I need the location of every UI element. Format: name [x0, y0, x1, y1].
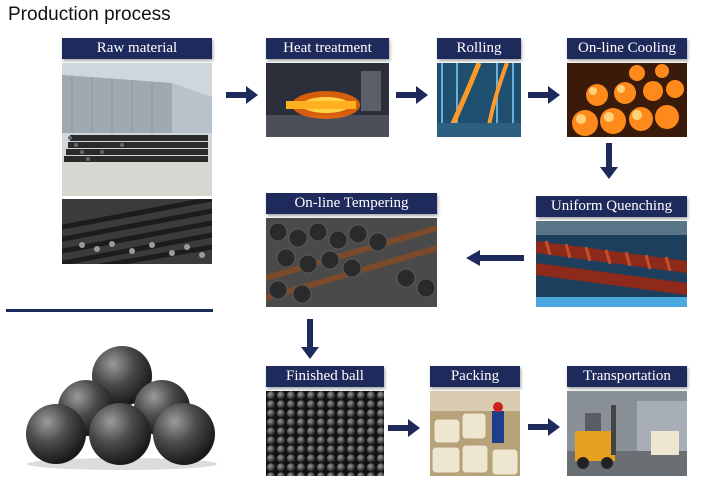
- raw-material-steel-bars-image: [62, 199, 212, 264]
- step-online-cooling: On-line Cooling: [567, 38, 687, 137]
- step-online-tempering: On-line Tempering: [266, 193, 437, 307]
- step-label: Rolling: [437, 38, 521, 59]
- step-label: Packing: [430, 366, 520, 387]
- step-label: Uniform Quenching: [536, 196, 687, 217]
- arrow-right-icon: [388, 419, 420, 437]
- arrow-right-icon: [396, 86, 428, 104]
- raw-material-warehouse-image: [62, 63, 212, 196]
- arrow-right-icon: [226, 86, 258, 104]
- rolling-image: [437, 63, 521, 137]
- online-tempering-image: [266, 218, 437, 307]
- step-transportation: Transportation: [567, 366, 687, 476]
- arrow-right-icon: [528, 418, 560, 436]
- step-label: Raw material: [62, 38, 212, 59]
- heat-treatment-image: [266, 63, 389, 137]
- step-label: Heat treatment: [266, 38, 389, 59]
- step-label: Finished ball: [266, 366, 384, 387]
- arrow-down-icon: [600, 143, 618, 179]
- step-uniform-quenching: Uniform Quenching: [536, 196, 687, 307]
- step-finished-ball: Finished ball: [266, 366, 384, 476]
- online-cooling-image: [567, 63, 687, 137]
- arrow-right-icon: [528, 86, 560, 104]
- step-label: On-line Cooling: [567, 38, 687, 59]
- packing-image: [430, 391, 520, 476]
- step-label: On-line Tempering: [266, 193, 437, 214]
- section-divider: [6, 309, 213, 312]
- arrow-left-icon: [466, 250, 524, 266]
- finished-ball-image: [266, 391, 384, 476]
- grinding-balls-image: [26, 346, 217, 470]
- step-rolling: Rolling: [437, 38, 521, 137]
- step-packing: Packing: [430, 366, 520, 476]
- step-label: Transportation: [567, 366, 687, 387]
- uniform-quenching-image: [536, 221, 687, 307]
- page-title: Production process: [8, 4, 171, 25]
- transportation-image: [567, 391, 687, 476]
- step-heat-treatment: Heat treatment: [266, 38, 389, 137]
- arrow-down-icon: [301, 319, 319, 359]
- step-raw-material: Raw material: [62, 38, 212, 264]
